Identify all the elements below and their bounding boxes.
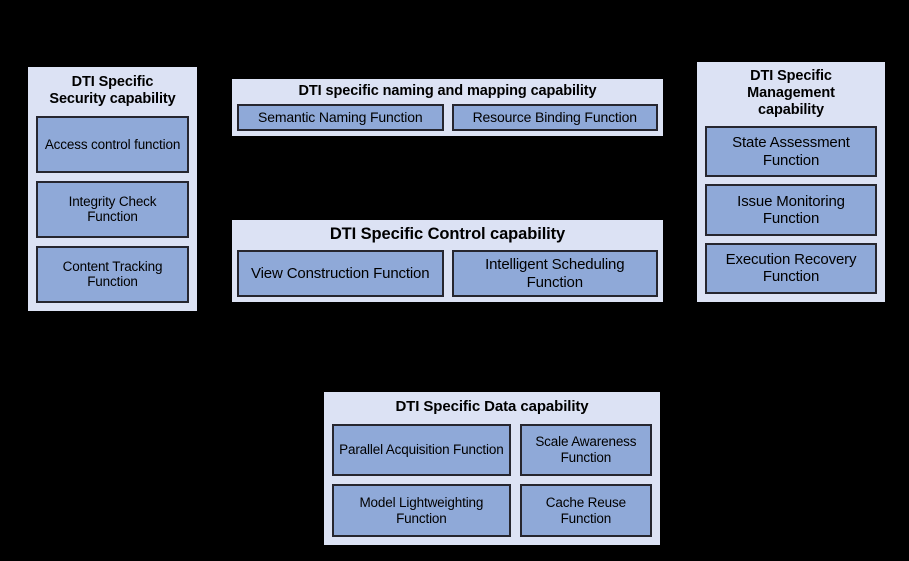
function-box-content-tracking[interactable]: Content Tracking Function [36,245,189,303]
panel-title-data: DTI Specific Data capability [395,398,589,415]
function-box-execution-recovery[interactable]: Execution Recovery Function [705,242,877,294]
function-box-cache-reuse[interactable]: Cache Reuse Function [519,484,652,537]
panel-dti-specific-control-capability: DTI Specific Control capability View Con… [230,218,665,304]
panel-title-management: DTI Specific Management capability [705,68,877,119]
panel-title-security-line2: Security capability [49,90,176,107]
panel-title-security: DTI Specific Security capability [36,74,189,108]
panel-title-management-line1: DTI Specific Management [747,68,835,101]
panel-title-naming: DTI specific naming and mapping capabili… [298,83,597,99]
function-box-access-control[interactable]: Access control function [36,115,189,173]
panel-dti-specific-security-capability: DTI Specific Security capability Access … [26,65,199,313]
panel-dti-specific-naming-and-mapping-capability: DTI specific naming and mapping capabili… [230,77,665,138]
function-box-intelligent-scheduling[interactable]: Intelligent Scheduling Function [451,250,658,297]
function-list-data: Parallel Acquisition Function Scale Awar… [332,423,652,537]
function-box-resource-binding[interactable]: Resource Binding Function [451,103,658,131]
function-box-model-lightweighting[interactable]: Model Lightweighting Function [332,484,511,537]
function-list-security: Access control function Integrity Check … [36,115,189,303]
function-box-issue-monitoring[interactable]: Issue Monitoring Function [705,184,877,236]
function-box-integrity-check[interactable]: Integrity Check Function [36,180,189,238]
function-box-parallel-acquisition[interactable]: Parallel Acquisition Function [332,423,511,477]
panel-dti-specific-data-capability: DTI Specific Data capability Parallel Ac… [322,390,662,547]
function-box-semantic-naming[interactable]: Semantic Naming Function [237,103,444,131]
panel-title-control: DTI Specific Control capability [329,225,566,243]
function-list-naming: Semantic Naming Function Resource Bindin… [237,103,658,131]
panel-title-management-line2: capability [758,101,824,118]
panel-title-security-line1: DTI Specific [71,74,154,90]
panel-dti-specific-management-capability: DTI Specific Management capability State… [695,60,887,304]
function-box-state-assessment[interactable]: State Assessment Function [705,125,877,178]
function-list-control: View Construction Function Intelligent S… [237,250,658,297]
function-box-scale-awareness[interactable]: Scale Awareness Function [519,423,652,477]
function-list-management: State Assessment Function Issue Monitori… [705,125,877,294]
function-box-view-construction[interactable]: View Construction Function [237,250,444,297]
